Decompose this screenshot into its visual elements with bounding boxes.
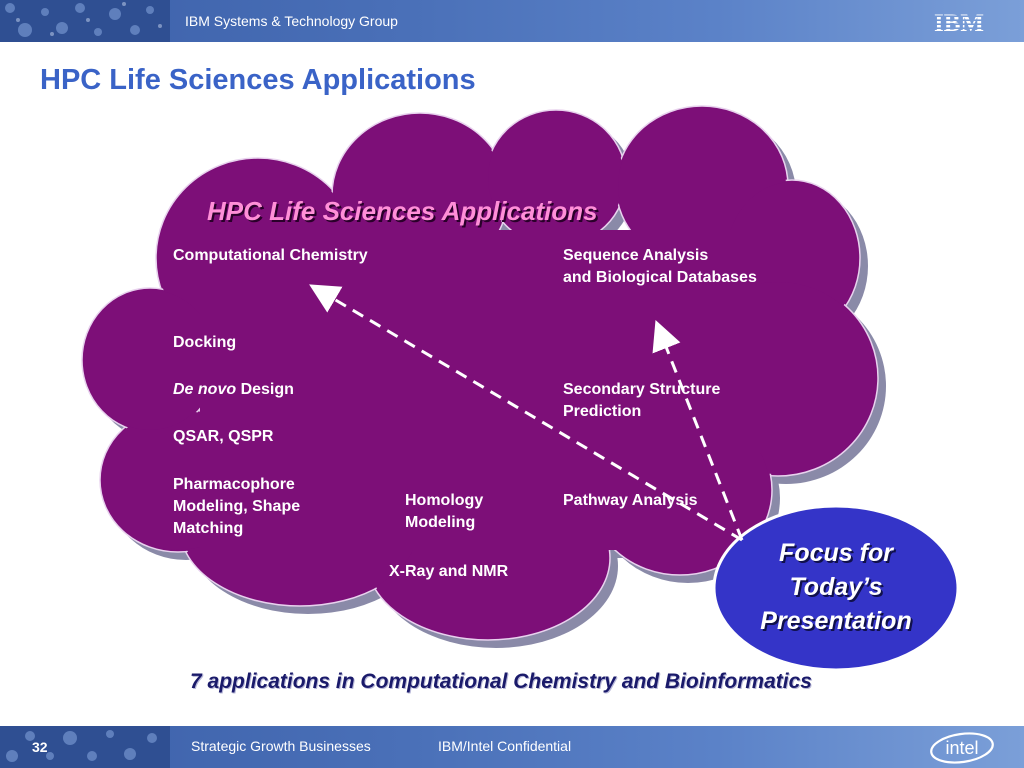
page-number: 32	[32, 739, 48, 755]
focus-callout: Focus for Today’s Presentation	[760, 539, 912, 635]
slide-caption: 7 applications in Computational Chemistr…	[190, 670, 812, 693]
ibm-logo: IBM	[934, 10, 984, 35]
secondary-structure-label: Secondary Structure Prediction	[563, 381, 721, 420]
footer-left-text: Strategic Growth Businesses	[191, 738, 371, 754]
footer-decoration	[0, 726, 170, 768]
svg-text:intel: intel	[945, 738, 978, 758]
chemistry-heading: Computational Chemistry	[173, 247, 368, 264]
homology-label: Homology Modeling	[405, 492, 484, 531]
footer-bar: 32 Strategic Growth Businesses IBM/Intel…	[0, 726, 1024, 768]
header-group-title: IBM Systems & Technology Group	[185, 13, 398, 29]
arrow-to-chemistry	[309, 284, 743, 542]
pharmacophore-label: Pharmacophore Modeling, Shape Matching	[173, 476, 301, 537]
pathway-label: Pathway Analysis	[563, 492, 698, 509]
header-bar: IBM Systems & Technology Group IBM	[0, 0, 1024, 42]
header-decoration	[0, 0, 170, 42]
svg-text:IBM: IBM	[934, 10, 984, 35]
intel-logo: intel	[930, 732, 994, 764]
docking-label: Docking	[173, 334, 237, 351]
arrow-to-sequence	[652, 320, 744, 541]
cloud-title: HPC Life Sciences Applications	[207, 196, 598, 226]
slide-title: HPC Life Sciences Applications	[40, 64, 476, 96]
sequence-heading: Sequence Analysis and Biological Databas…	[563, 247, 757, 286]
footer-confidential: IBM/Intel Confidential	[438, 738, 572, 754]
denovo-label: De novo Design	[173, 381, 294, 398]
qsar-label: QSAR, QSPR	[173, 428, 274, 445]
xray-label: X-Ray and NMR	[389, 563, 509, 580]
focus-ellipse	[712, 504, 960, 672]
